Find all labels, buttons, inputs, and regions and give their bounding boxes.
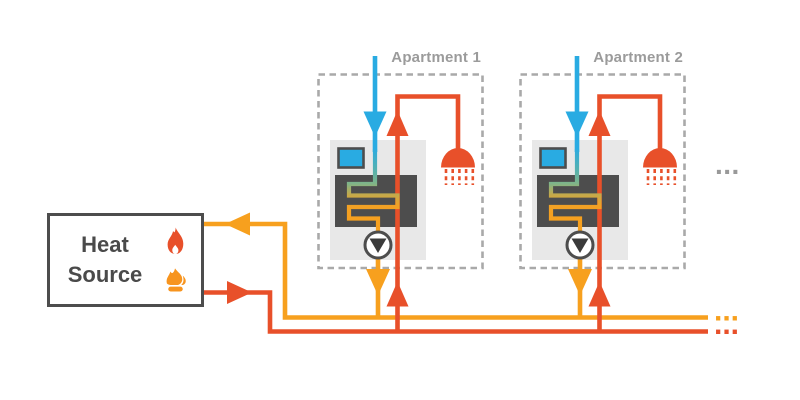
return-main-ellipsis: ... [714,295,739,328]
heat-source-label-line2: Source [67,262,143,287]
supply-main-ellipsis: ... [714,308,739,341]
more-apartments-ellipsis: ... [715,149,740,180]
flame-icon [167,227,183,254]
heat-source-label-line1: Heat [81,232,129,257]
heat-source-label: Heat Source [50,230,160,290]
return-to-source-arrow-icon [225,212,250,236]
apartment-2-unit [521,56,685,332]
return-main-pipe [204,221,708,320]
heat-source-box: Heat Source [47,213,204,307]
apartment-1-unit [319,56,483,332]
supply-from-source-arrow-icon [227,281,252,304]
apartment-1-label: Apartment 1 [391,49,481,66]
apartment-2-label: Apartment 2 [593,49,683,66]
supply-main-pipe [204,290,708,334]
heat-source-flames [160,227,190,293]
bonfire-icon [166,268,186,292]
